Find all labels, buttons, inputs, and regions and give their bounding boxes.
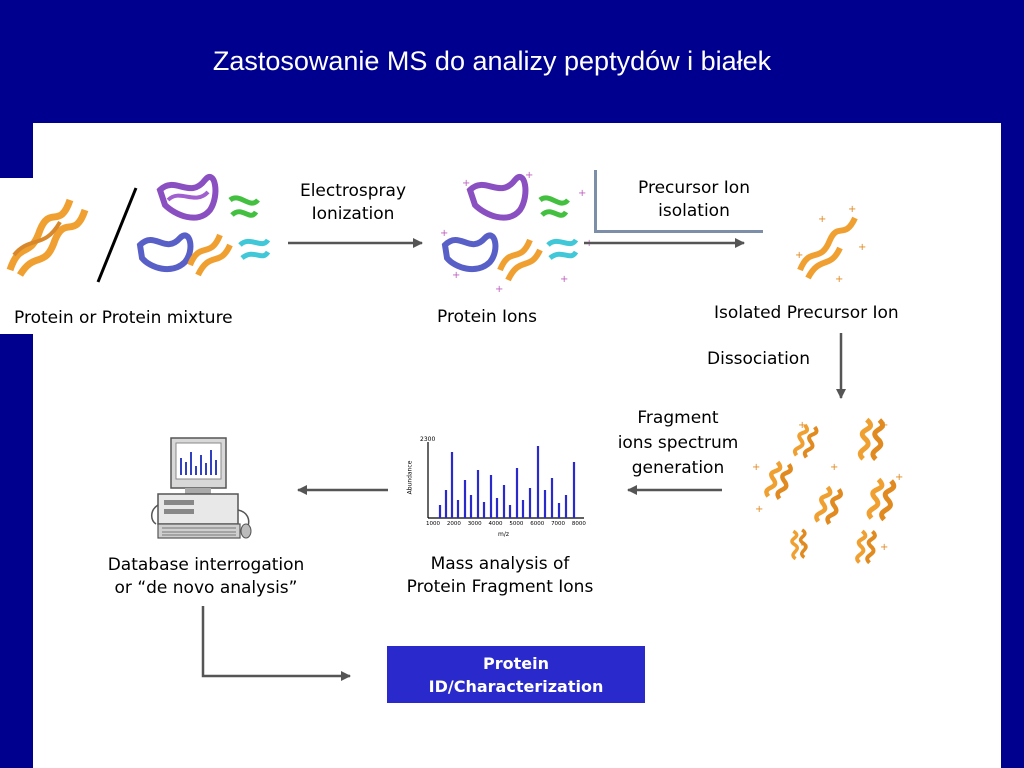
spectrum-x-label: m/z xyxy=(498,531,510,538)
spectrum-tick: 8000 xyxy=(571,521,586,527)
spectrum-tick: 2000 xyxy=(446,521,461,527)
protein-id-line2: ID/Characterization xyxy=(428,676,604,696)
spectrum-tick: 7000 xyxy=(551,521,566,527)
label-mass-analysis: Mass analysis of Protein Fragment Ions xyxy=(395,553,605,599)
slide-title: Zastosowanie MS do analizy peptydów i bi… xyxy=(212,46,772,76)
spectrum-tick: 1000 xyxy=(426,521,440,527)
spectrum-tick: 3000 xyxy=(467,521,482,527)
label-precursor-line2: isolation xyxy=(658,201,730,221)
spectrum-tick: 6000 xyxy=(530,521,545,527)
label-protein-mixture: Protein or Protein mixture xyxy=(14,308,233,328)
label-precursor-line1: Precursor Ion xyxy=(638,178,750,198)
label-mass-line2: Protein Fragment Ions xyxy=(406,577,594,597)
label-electrospray-line2: Ionization xyxy=(311,204,395,224)
label-protein-ions: Protein Ions xyxy=(437,307,538,327)
spectrum-y-label: Abundance xyxy=(406,460,414,495)
spectrum-tick: 5000 xyxy=(509,521,524,527)
label-electrospray-line1: Electrospray xyxy=(299,181,407,201)
label-fragment-line3: generation xyxy=(631,458,725,478)
label-mass-line1: Mass analysis of xyxy=(430,554,570,574)
label-database: Database interrogation or “de novo analy… xyxy=(96,554,316,600)
label-fragment-line2: ions spectrum xyxy=(617,433,739,453)
spectrum-y-top: 2300 xyxy=(420,436,436,443)
protein-id-line1: Protein xyxy=(483,653,549,673)
spectrum-tick: 4000 xyxy=(488,521,503,527)
label-database-line2: or “de novo analysis” xyxy=(114,578,298,598)
label-precursor-isolation: Precursor Ion isolation xyxy=(624,177,764,223)
precursor-isolation-box xyxy=(594,170,763,233)
label-electrospray: Electrospray Ionization xyxy=(293,180,413,226)
label-isolated-precursor: Isolated Precursor Ion xyxy=(714,303,899,323)
label-dissociation: Dissociation xyxy=(707,349,810,369)
label-database-line1: Database interrogation xyxy=(107,555,305,575)
protein-id-box: Protein ID/Characterization xyxy=(387,646,645,703)
label-fragment-line1: Fragment xyxy=(637,408,719,428)
label-fragment-generation: Fragment ions spectrum generation xyxy=(610,406,746,481)
spectrum-x-ticks: 1000 2000 3000 4000 5000 6000 7000 8000 xyxy=(426,521,586,527)
